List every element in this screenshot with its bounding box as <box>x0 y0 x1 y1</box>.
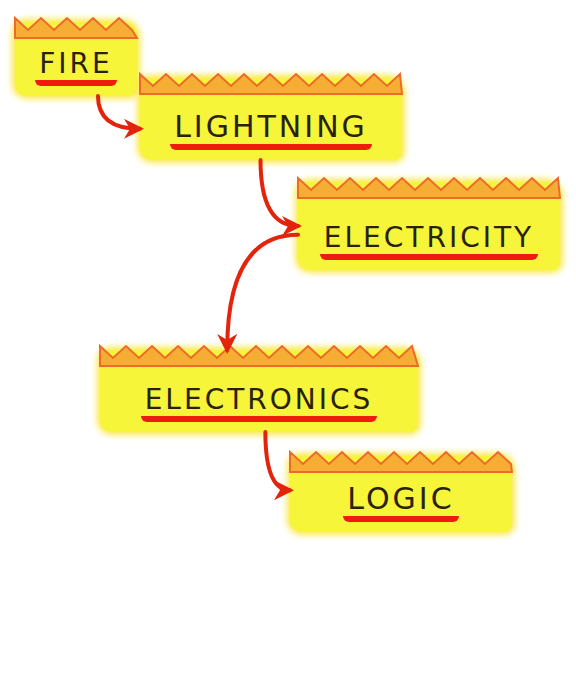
flow-arrow <box>261 160 298 226</box>
flame-box: FIRE <box>15 22 137 96</box>
node-label: LIGHTNING <box>170 111 372 151</box>
flame-zigzag <box>15 18 137 38</box>
flame-box: ELECTRICITY <box>298 182 560 270</box>
flow-arrow <box>265 432 290 490</box>
node-label: FIRE <box>35 49 117 86</box>
flow-arrow <box>98 96 140 129</box>
node-label: ELECTRONICS <box>141 385 378 422</box>
flame-zigzag <box>298 178 560 198</box>
node-label: ELECTRICITY <box>320 223 538 260</box>
node-label: LOGIC <box>343 483 458 523</box>
flame-zigzag <box>290 452 512 472</box>
flame-zigzag <box>140 74 402 94</box>
flow-arrow <box>227 235 298 350</box>
flame-box: LIGHTNING <box>140 78 402 160</box>
flame-zigzag <box>100 346 418 366</box>
flame-box: ELECTRONICS <box>100 350 418 432</box>
flame-box: LOGIC <box>290 456 512 532</box>
